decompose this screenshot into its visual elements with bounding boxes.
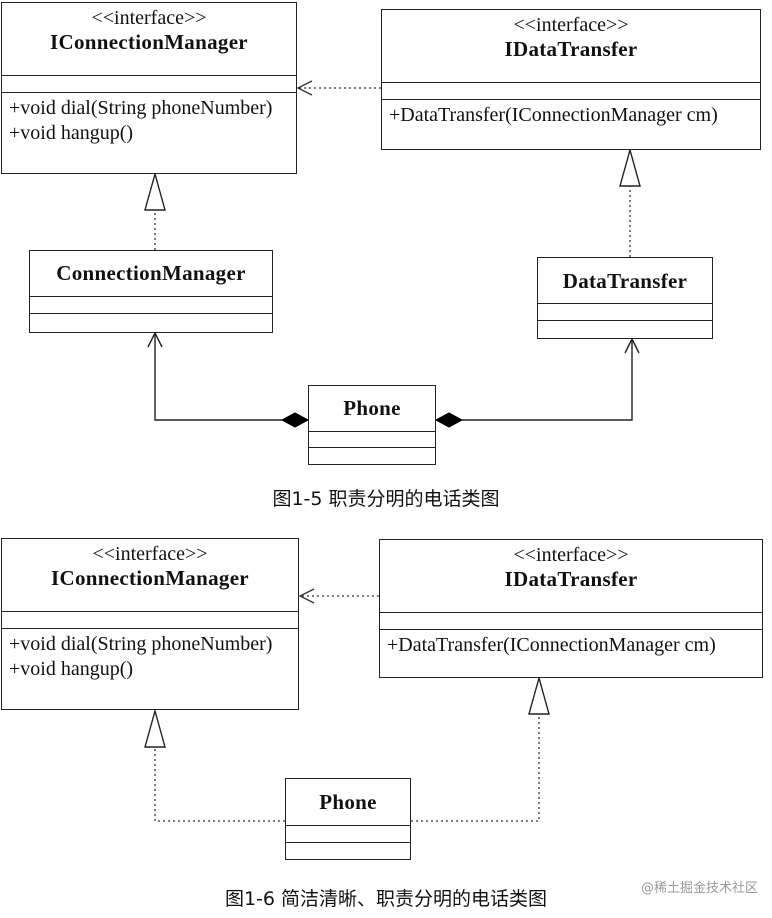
- fig1-datatransfer-class: DataTransfer: [537, 257, 713, 339]
- fig1-composition-phone-to-connectionmanager: [147, 331, 310, 428]
- figure-caption: 图1-5 职责分明的电话类图: [272, 488, 500, 510]
- fig1-phone-class: Phone: [308, 385, 436, 465]
- fig1-iconnectionmanager-interface: <<interface>> IConnectionManager +void d…: [1, 2, 297, 174]
- operation: +void dial(String phoneNumber): [9, 97, 273, 119]
- operations-section: [309, 447, 435, 463]
- fig1-dependency-idatatransfer-to-iconnectionmanager: [296, 80, 381, 96]
- attributes-section: [30, 296, 272, 313]
- class-name: IDataTransfer: [504, 37, 638, 61]
- class-name: IConnectionManager: [51, 566, 249, 590]
- fig1-realization-datatransfer-to-idatatransfer: [619, 147, 641, 257]
- watermark: @稀土掘金技术社区: [640, 881, 758, 896]
- fig1-connectionmanager-class: ConnectionManager: [29, 250, 273, 333]
- fig2-iconnectionmanager-interface: <<interface>> IConnectionManager +void d…: [1, 538, 299, 710]
- fig1-composition-phone-to-datatransfer: [434, 337, 640, 428]
- fig2-idatatransfer-interface: <<interface>> IDataTransfer +DataTransfe…: [379, 539, 763, 678]
- attributes-section: [2, 611, 298, 628]
- class-name: DataTransfer: [562, 269, 688, 293]
- fig1-realization-connectionmanager-to-iconnectionmanager: [144, 171, 166, 250]
- operations-section: [538, 320, 712, 337]
- fig2-phone-class: Phone: [285, 778, 411, 860]
- attributes-section: [538, 303, 712, 320]
- operation: +DataTransfer(IConnectionManager cm): [387, 634, 716, 656]
- figure-caption: 图1-6 简洁清晰、职责分明的电话类图: [224, 888, 548, 910]
- class-name: IDataTransfer: [504, 567, 638, 591]
- class-name: Phone: [343, 396, 401, 420]
- stereotype-label: <<interface>>: [91, 7, 207, 29]
- attributes-section: [380, 612, 762, 629]
- operation: +void hangup(): [9, 122, 134, 144]
- operations-section: +DataTransfer(IConnectionManager cm): [382, 99, 760, 128]
- operation: +DataTransfer(IConnectionManager cm): [389, 104, 718, 126]
- stereotype-label: <<interface>>: [92, 543, 208, 565]
- operations-section: [286, 842, 410, 858]
- operations-section: +void dial(String phoneNumber) +void han…: [2, 628, 298, 682]
- attributes-section: [286, 825, 410, 842]
- operation: +void dial(String phoneNumber): [9, 633, 273, 655]
- fig1-idatatransfer-interface: <<interface>> IDataTransfer +DataTransfe…: [381, 9, 761, 150]
- operations-section: +DataTransfer(IConnectionManager cm): [380, 629, 762, 658]
- attributes-section: [2, 75, 296, 92]
- class-name: ConnectionManager: [56, 261, 246, 285]
- class-name: IConnectionManager: [50, 30, 248, 54]
- stereotype-label: <<interface>>: [513, 14, 629, 36]
- fig2-realization-phone-to-idatatransfer: [411, 675, 550, 822]
- fig2-realization-phone-to-iconnectionmanager: [144, 708, 285, 822]
- attributes-section: [309, 431, 435, 447]
- fig2-dependency-idatatransfer-to-iconnectionmanager: [298, 588, 379, 604]
- operations-section: +void dial(String phoneNumber) +void han…: [2, 92, 296, 146]
- class-name: Phone: [319, 790, 377, 814]
- operations-section: [30, 313, 272, 331]
- operation: +void hangup(): [9, 658, 134, 680]
- attributes-section: [382, 82, 760, 99]
- stereotype-label: <<interface>>: [513, 544, 629, 566]
